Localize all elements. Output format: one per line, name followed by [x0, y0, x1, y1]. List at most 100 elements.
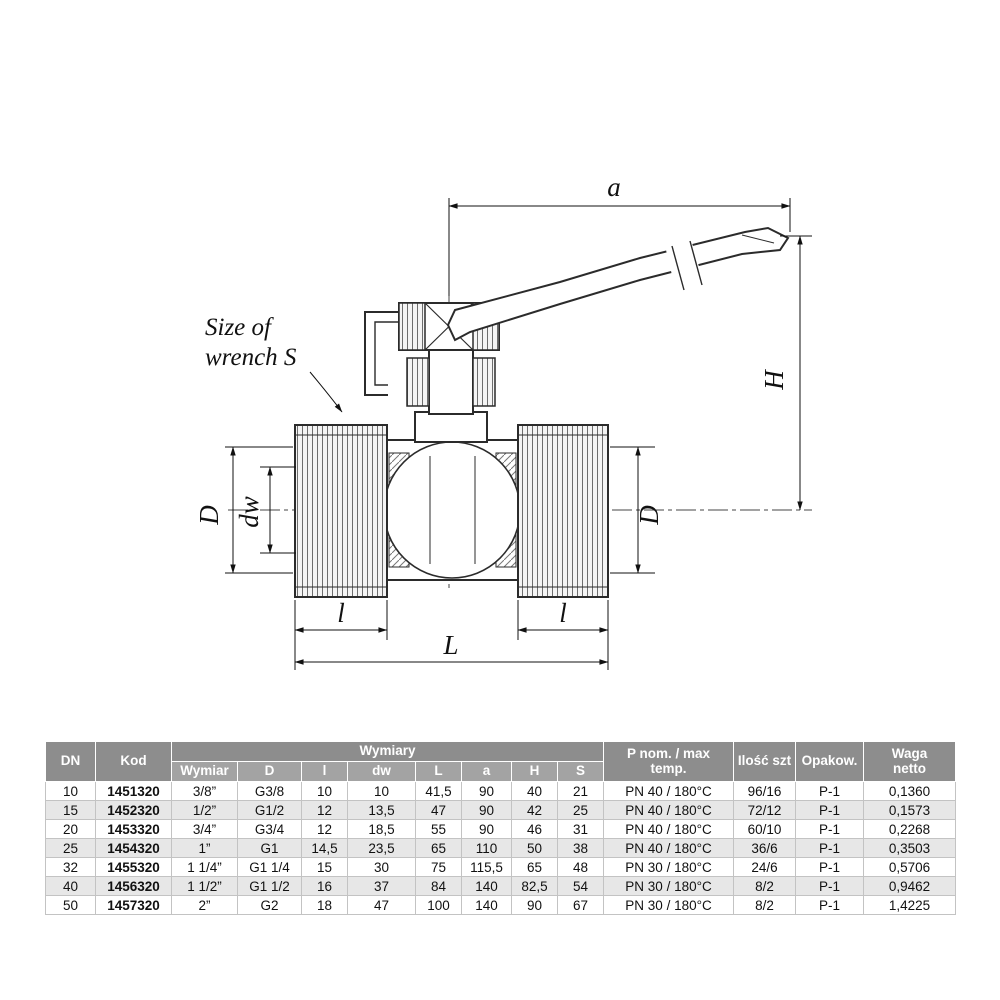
cell: 16 — [301, 876, 348, 896]
cell: 1 1/4” — [171, 857, 238, 877]
cell: 0,9462 — [863, 876, 957, 896]
cell: P-1 — [795, 857, 865, 877]
cell: 18,5 — [347, 819, 416, 839]
col-subheader-D: D — [237, 761, 302, 782]
wrench-note-line1: Size of — [205, 314, 274, 341]
cell: 40 — [45, 876, 96, 896]
dim-label-D-left: D — [194, 505, 224, 526]
cell: 12 — [301, 819, 348, 839]
col-header-kod: Kod — [95, 741, 172, 782]
col-subheader-H: H — [511, 761, 558, 782]
cell: 46 — [511, 819, 558, 839]
cell: 1452320 — [95, 800, 172, 820]
cell: 100 — [415, 895, 462, 915]
spec-table: DN Kod Wymiary P nom. / max temp. Ilość … — [45, 741, 957, 915]
cell: 140 — [461, 895, 512, 915]
cell: 65 — [511, 857, 558, 877]
cell: 67 — [556, 895, 605, 915]
cell: 31 — [556, 819, 605, 839]
cell: 0,2268 — [863, 819, 957, 839]
cell: 15 — [45, 800, 96, 820]
valve-handle — [446, 226, 790, 342]
cell: G1 — [237, 838, 302, 858]
col-header-pnom: P nom. / max temp. — [603, 741, 735, 782]
cell: G1/2 — [237, 800, 302, 820]
cell: PN 30 / 180°C — [603, 895, 735, 915]
cell: 47 — [415, 800, 462, 820]
valve-technical-drawing: a H D dw D — [194, 172, 812, 670]
cell: 25 — [556, 800, 605, 820]
cell: 1455320 — [95, 857, 172, 877]
col-header-ilosc: Ilość szt — [733, 741, 797, 782]
cell: G2 — [237, 895, 302, 915]
dimension-D-right: D — [610, 446, 664, 574]
cell: 90 — [461, 800, 512, 820]
cell: 30 — [347, 857, 416, 877]
cell: 47 — [347, 895, 416, 915]
cell: 0,5706 — [863, 857, 957, 877]
valve-body — [294, 424, 609, 598]
col-subheader-l: l — [301, 761, 348, 782]
cell: 10 — [301, 781, 348, 801]
cell: 90 — [461, 819, 512, 839]
cell: 1454320 — [95, 838, 172, 858]
cell: PN 30 / 180°C — [603, 857, 735, 877]
valve-stem — [364, 302, 500, 443]
col-subheader-dw: dw — [347, 761, 416, 782]
cell: G1 1/4 — [237, 857, 302, 877]
cell: P-1 — [795, 838, 865, 858]
waga-line2: netto — [893, 760, 927, 776]
cell: 1/2” — [171, 800, 238, 820]
cell: 54 — [556, 876, 605, 896]
cell: 3/4” — [171, 819, 238, 839]
dim-label-a: a — [607, 172, 621, 202]
col-subheader-a: a — [461, 761, 512, 782]
cell: 1451320 — [95, 781, 172, 801]
cell: 8/2 — [733, 876, 797, 896]
cell: 1” — [171, 838, 238, 858]
cell: 82,5 — [511, 876, 558, 896]
cell: 12 — [301, 800, 348, 820]
cell: PN 40 / 180°C — [603, 838, 735, 858]
cell: P-1 — [795, 876, 865, 896]
dimension-L: L — [294, 630, 609, 665]
cell: 65 — [415, 838, 462, 858]
cell: G3/4 — [237, 819, 302, 839]
cell: 0,1573 — [863, 800, 957, 820]
dimension-l-left: l — [294, 598, 388, 670]
col-header-opakow: Opakow. — [795, 741, 865, 782]
right-end-cap — [517, 424, 609, 598]
dim-label-H: H — [759, 369, 789, 391]
dimension-D-left: D — [194, 446, 293, 574]
cell: 84 — [415, 876, 462, 896]
cell: G3/8 — [237, 781, 302, 801]
col-header-dn: DN — [45, 741, 96, 782]
dimension-l-right: l — [517, 598, 609, 670]
cell: G1 1/2 — [237, 876, 302, 896]
ball — [383, 441, 521, 579]
cell: 0,3503 — [863, 838, 957, 858]
cell: P-1 — [795, 895, 865, 915]
cell: PN 40 / 180°C — [603, 781, 735, 801]
cell: 21 — [556, 781, 605, 801]
col-subheader-S: S — [556, 761, 605, 782]
cell: P-1 — [795, 781, 865, 801]
cell: 14,5 — [301, 838, 348, 858]
wrench-size-note: Size of wrench S — [205, 314, 343, 413]
cell: 20 — [45, 819, 96, 839]
cell: PN 40 / 180°C — [603, 800, 735, 820]
cell: 13,5 — [347, 800, 416, 820]
cell: 72/12 — [733, 800, 797, 820]
cell: 1457320 — [95, 895, 172, 915]
left-end-cap — [294, 424, 388, 598]
waga-line1: Waga — [891, 746, 928, 762]
cell: 115,5 — [461, 857, 512, 877]
cell: 41,5 — [415, 781, 462, 801]
cell: 24/6 — [733, 857, 797, 877]
col-header-waga: Waga netto — [863, 741, 957, 782]
